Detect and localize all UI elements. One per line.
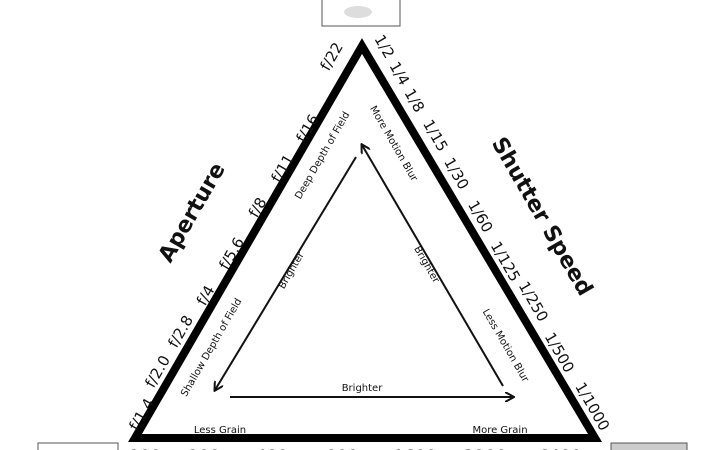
aperture-title: Aperture (154, 159, 231, 267)
top-camera-thumbnail (321, 0, 401, 27)
less-grain-label: Less Grain (194, 425, 246, 436)
brighter-left-label: Brighter (277, 250, 307, 291)
shutter-speed-scale: 1/21/41/81/151/301/601/1251/2501/5001/10… (371, 32, 614, 434)
iso-value: 100 (129, 447, 161, 450)
iso-value: 1600 (393, 447, 436, 450)
brighter-bottom-label: Brighter (342, 383, 384, 394)
more-grain-label: More Grain (472, 425, 527, 436)
brighter-right-label: Brighter (411, 244, 441, 285)
arrow-left-brighter (215, 156, 357, 390)
aperture-scale: f/1.4f/2.0f/2.8f/4f/5.6f/8f/11f/16f/22 (125, 39, 346, 434)
arrow-right-brighter (362, 145, 504, 387)
aperture-value: f/22 (317, 39, 347, 73)
shutter-speed-value: 1/4 (386, 59, 414, 89)
outer-triangle (128, 38, 603, 442)
bottom-right-thumbnail (610, 442, 688, 450)
iso-value: 3200 (463, 447, 506, 450)
iso-scale: 100 200 400 800 1600 3200 6400 (129, 447, 582, 450)
shutter-speed-value: 1/2 (371, 32, 399, 62)
iso-value: 800 (326, 447, 358, 450)
iso-value: 200 (188, 447, 220, 450)
iso-value: 400 (256, 447, 288, 450)
more-motion-blur-label: More Motion Blur (367, 104, 420, 184)
bottom-left-thumbnail (37, 442, 119, 450)
iso-value: 6400 (538, 447, 581, 450)
